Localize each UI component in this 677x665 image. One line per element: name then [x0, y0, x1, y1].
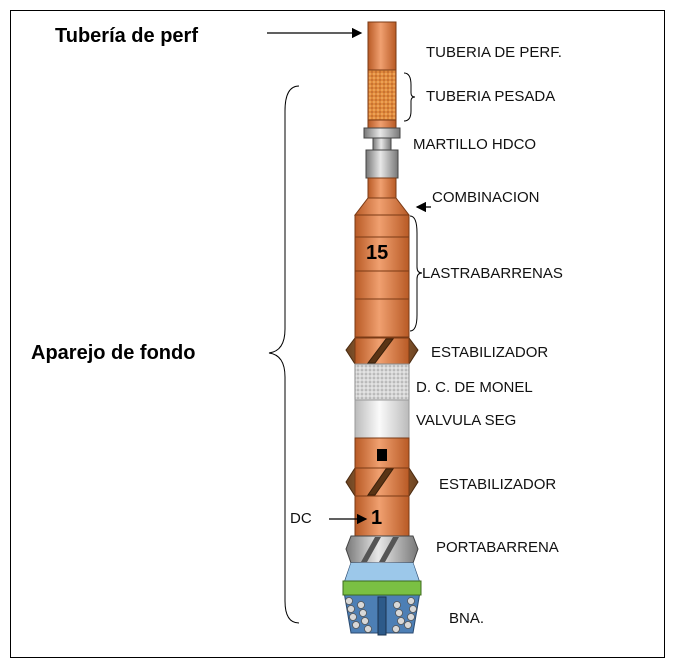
jar-mandrel [372, 137, 392, 151]
drill-collar-3 [354, 270, 410, 300]
title-tuberia-perf: Tubería de perf [55, 25, 198, 47]
dc-marker-square [377, 449, 387, 461]
safety-valve [354, 399, 410, 439]
label-portabarrena: PORTABARRENA [436, 539, 559, 556]
heavy-pipe-lower [367, 119, 397, 129]
brace-lastrabarrenas [409, 215, 423, 332]
bit-green-band [342, 580, 422, 596]
drill-collar-1 [354, 214, 410, 238]
dc-number-15: 15 [366, 242, 389, 264]
stabilizer-2-blade [367, 468, 394, 496]
crossover-sub [367, 177, 397, 199]
bit-sub-blade-1 [361, 537, 381, 562]
drill-collar-4 [354, 298, 410, 338]
label-estabilizador-2: ESTABILIZADOR [439, 476, 557, 493]
drill-pipe [367, 21, 397, 71]
label-dc: DC [290, 510, 312, 527]
brace-aparejo-fondo [268, 85, 300, 624]
bit-sub-blade-2 [379, 537, 399, 562]
label-tuberia-de-perf: TUBERIA DE PERF. [426, 44, 562, 61]
label-estabilizador-1: ESTABILIZADOR [431, 344, 549, 361]
bit-center-blade [377, 596, 387, 636]
brace-tuberia-pesada [403, 72, 416, 122]
bit-cutters [345, 597, 417, 633]
label-martillo: MARTILLO HDCO [413, 136, 537, 153]
jar-top-collar [363, 127, 401, 139]
dc-number-1: 1 [371, 507, 383, 529]
crossover-taper [353, 197, 411, 216]
label-tuberia-pesada: TUBERIA PESADA [426, 88, 556, 105]
diagram-frame: 15 1 Tubería de perf Aparejo de fondo TU… [10, 10, 665, 658]
monel-drill-collar [354, 363, 410, 401]
jar-body [365, 149, 399, 179]
label-lastrabarrenas: LASTRABARRENAS [422, 265, 563, 282]
label-combinacion: COMBINACION [432, 189, 540, 206]
stabilizer-1-blade [367, 338, 394, 364]
bha-diagram [267, 21, 431, 636]
drill-collar-2 [354, 236, 410, 272]
heavy-weight-pipe [367, 69, 397, 121]
title-aparejo-fondo: Aparejo de fondo [31, 342, 196, 364]
label-valvula: VALVULA SEG [416, 412, 517, 429]
label-monel: D. C. DE MONEL [416, 379, 533, 396]
bit-blue-face [345, 563, 419, 581]
label-bna: BNA. [449, 610, 485, 627]
